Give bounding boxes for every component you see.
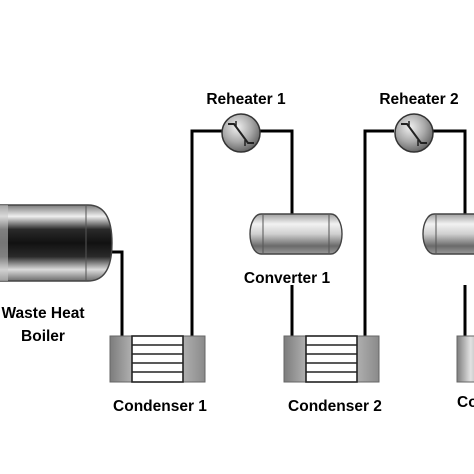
pipe-condenser-2-to-reheater-2 bbox=[363, 129, 394, 336]
condenser-1-unit bbox=[109, 335, 206, 383]
reheater-1-icon bbox=[221, 113, 261, 153]
condenser-3-label: Co bbox=[457, 394, 474, 411]
pipe-condenser-1-to-reheater-1 bbox=[190, 129, 222, 336]
boiler-label-line-2: Boiler bbox=[21, 328, 65, 345]
condenser-2-unit bbox=[283, 335, 380, 383]
pipes bbox=[110, 129, 467, 336]
converter-1-vessel bbox=[249, 213, 343, 255]
pipe-boiler-to-condenser-1 bbox=[110, 250, 124, 336]
converter-2-vessel bbox=[422, 213, 474, 255]
pipe-reheater-2-to-converter-2 bbox=[433, 129, 467, 215]
reheater-1-label: Reheater 1 bbox=[206, 91, 286, 108]
condenser-3-unit bbox=[456, 335, 474, 383]
reheater-2-icon bbox=[394, 113, 434, 153]
condenser-1-label: Condenser 1 bbox=[113, 398, 207, 415]
pipe-reheater-1-to-converter-1 bbox=[260, 129, 294, 215]
condenser-2-label: Condenser 2 bbox=[288, 398, 382, 415]
reheater-2-label: Reheater 2 bbox=[379, 91, 458, 108]
converter-1-label: Converter 1 bbox=[244, 270, 331, 287]
waste-heat-boiler bbox=[0, 204, 113, 282]
boiler-label-line-1: Waste Heat bbox=[2, 305, 85, 322]
